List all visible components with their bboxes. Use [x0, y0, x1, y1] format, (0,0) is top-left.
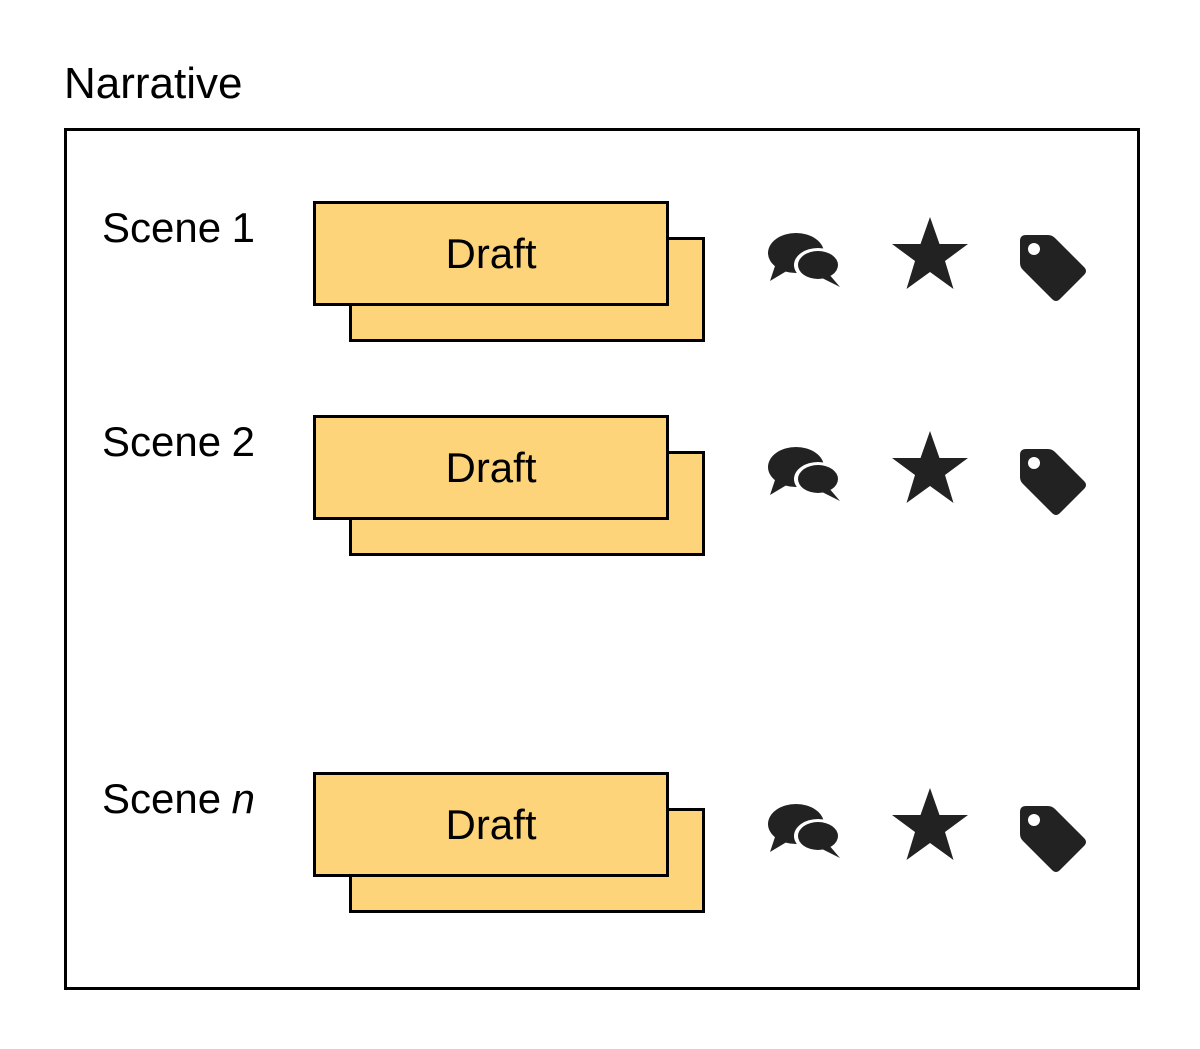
- star-icon[interactable]: [890, 431, 970, 507]
- narrative-title: Narrative: [64, 59, 243, 108]
- draft-card[interactable]: Draft: [313, 772, 669, 877]
- tag-icon[interactable]: [1018, 447, 1088, 517]
- comments-icon[interactable]: [766, 229, 846, 291]
- scene-label-number: 1: [231, 204, 255, 251]
- draft-card[interactable]: Draft: [313, 415, 669, 520]
- star-icon[interactable]: [890, 788, 970, 864]
- scene-label-number: n: [231, 775, 255, 822]
- scene-label-prefix: Scene: [102, 204, 222, 251]
- scene-label-number: 2: [231, 418, 255, 465]
- narrative-frame: [64, 128, 1140, 990]
- comments-icon[interactable]: [766, 443, 846, 505]
- comments-icon[interactable]: [766, 800, 846, 862]
- tag-icon[interactable]: [1018, 804, 1088, 874]
- scene-label-prefix: Scene: [102, 775, 222, 822]
- star-icon[interactable]: [890, 217, 970, 293]
- draft-card[interactable]: Draft: [313, 201, 669, 306]
- tag-icon[interactable]: [1018, 233, 1088, 303]
- scene-label-prefix: Scene: [102, 418, 222, 465]
